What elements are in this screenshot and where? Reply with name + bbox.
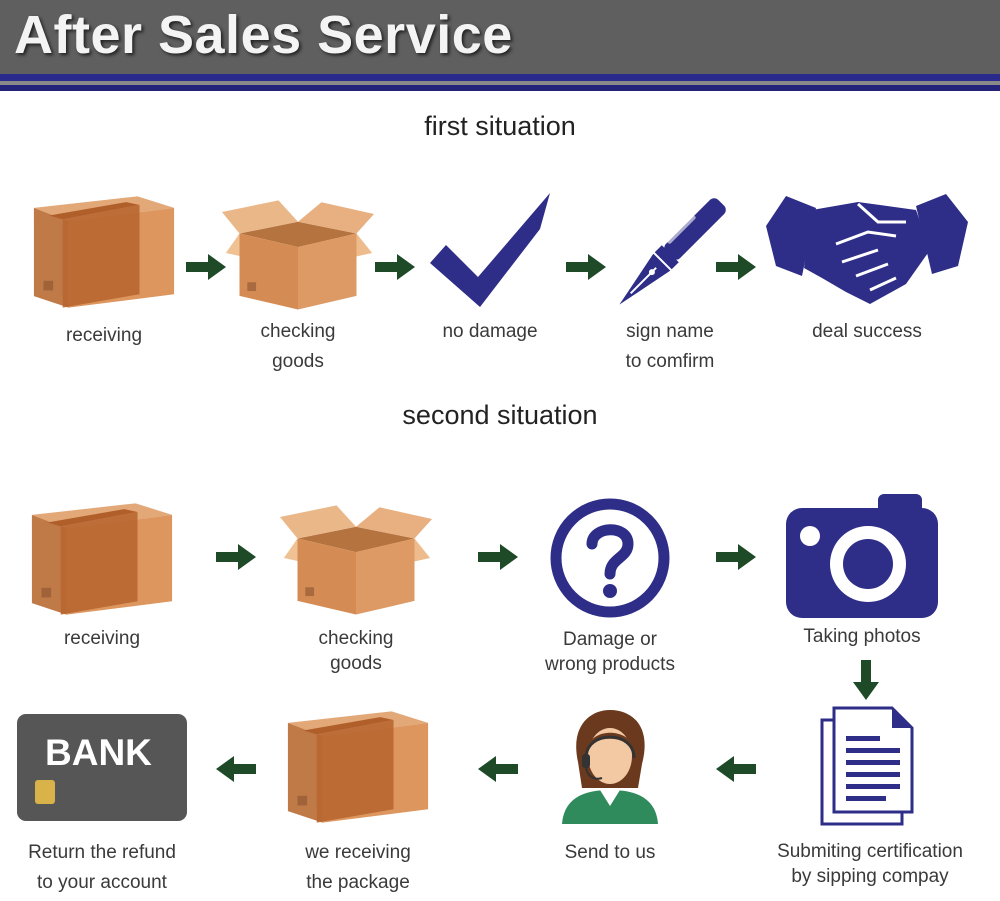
arrow-left-icon <box>216 756 256 782</box>
arrow-left-icon <box>716 756 756 782</box>
arrow-right-icon <box>716 544 756 570</box>
step-label-return-refund: Return the refund to your account <box>28 842 176 893</box>
step-label-we-receiving: we receiving the package <box>305 842 411 893</box>
closed-box-icon <box>32 193 176 311</box>
fountain-pen-icon <box>619 198 726 305</box>
arrow-right-icon <box>478 544 518 570</box>
arrow-down-icon <box>853 660 879 700</box>
step-label-submiting-certification: Submiting certification by sipping compa… <box>777 841 963 887</box>
open-box-icon <box>278 496 434 620</box>
step-label-deal-success: deal success <box>812 321 922 342</box>
arrow-right-icon <box>375 254 415 280</box>
header-stripe-lower <box>0 85 1000 91</box>
step-label-checking-goods: checking goods <box>260 321 336 372</box>
arrow-right-icon <box>566 254 606 280</box>
support-agent-icon <box>562 710 658 824</box>
card-chip-icon <box>35 780 55 804</box>
arrow-right-icon <box>216 544 256 570</box>
page-title: After Sales Service <box>14 5 513 65</box>
camera-icon <box>786 494 938 618</box>
open-box-icon <box>220 191 376 315</box>
bank-card-icon: BANK <box>17 714 187 821</box>
step-label-checking-goods: checking goods <box>318 628 394 674</box>
step-label-send-to-us: Send to us <box>564 842 656 863</box>
step-label-receiving: receiving <box>63 628 141 649</box>
step-label-sign-name: sign name to comfirm <box>625 321 715 372</box>
step-label-receiving: receiving <box>65 325 143 346</box>
step-label-no-damage: no damage <box>442 321 538 342</box>
document-icon <box>820 706 914 826</box>
question-mark-icon <box>550 498 670 618</box>
header-stripe-gray <box>0 81 1000 85</box>
header-stripe <box>0 74 1000 81</box>
arrow-right-icon <box>716 254 756 280</box>
arrow-left-icon <box>478 756 518 782</box>
second-situation-title: second situation <box>402 400 598 430</box>
header-bar: After Sales Service <box>0 0 1000 74</box>
step-label-taking-photos: Taking photos <box>803 626 921 647</box>
first-situation-title: first situation <box>424 111 576 141</box>
handshake-icon <box>766 194 968 304</box>
closed-box-icon <box>30 500 174 618</box>
step-label-damage-or-wrong: Damage or wrong products <box>545 629 675 675</box>
closed-box-icon <box>286 708 430 826</box>
checkmark-icon <box>430 193 550 307</box>
bank-card-text: BANK <box>45 732 152 773</box>
